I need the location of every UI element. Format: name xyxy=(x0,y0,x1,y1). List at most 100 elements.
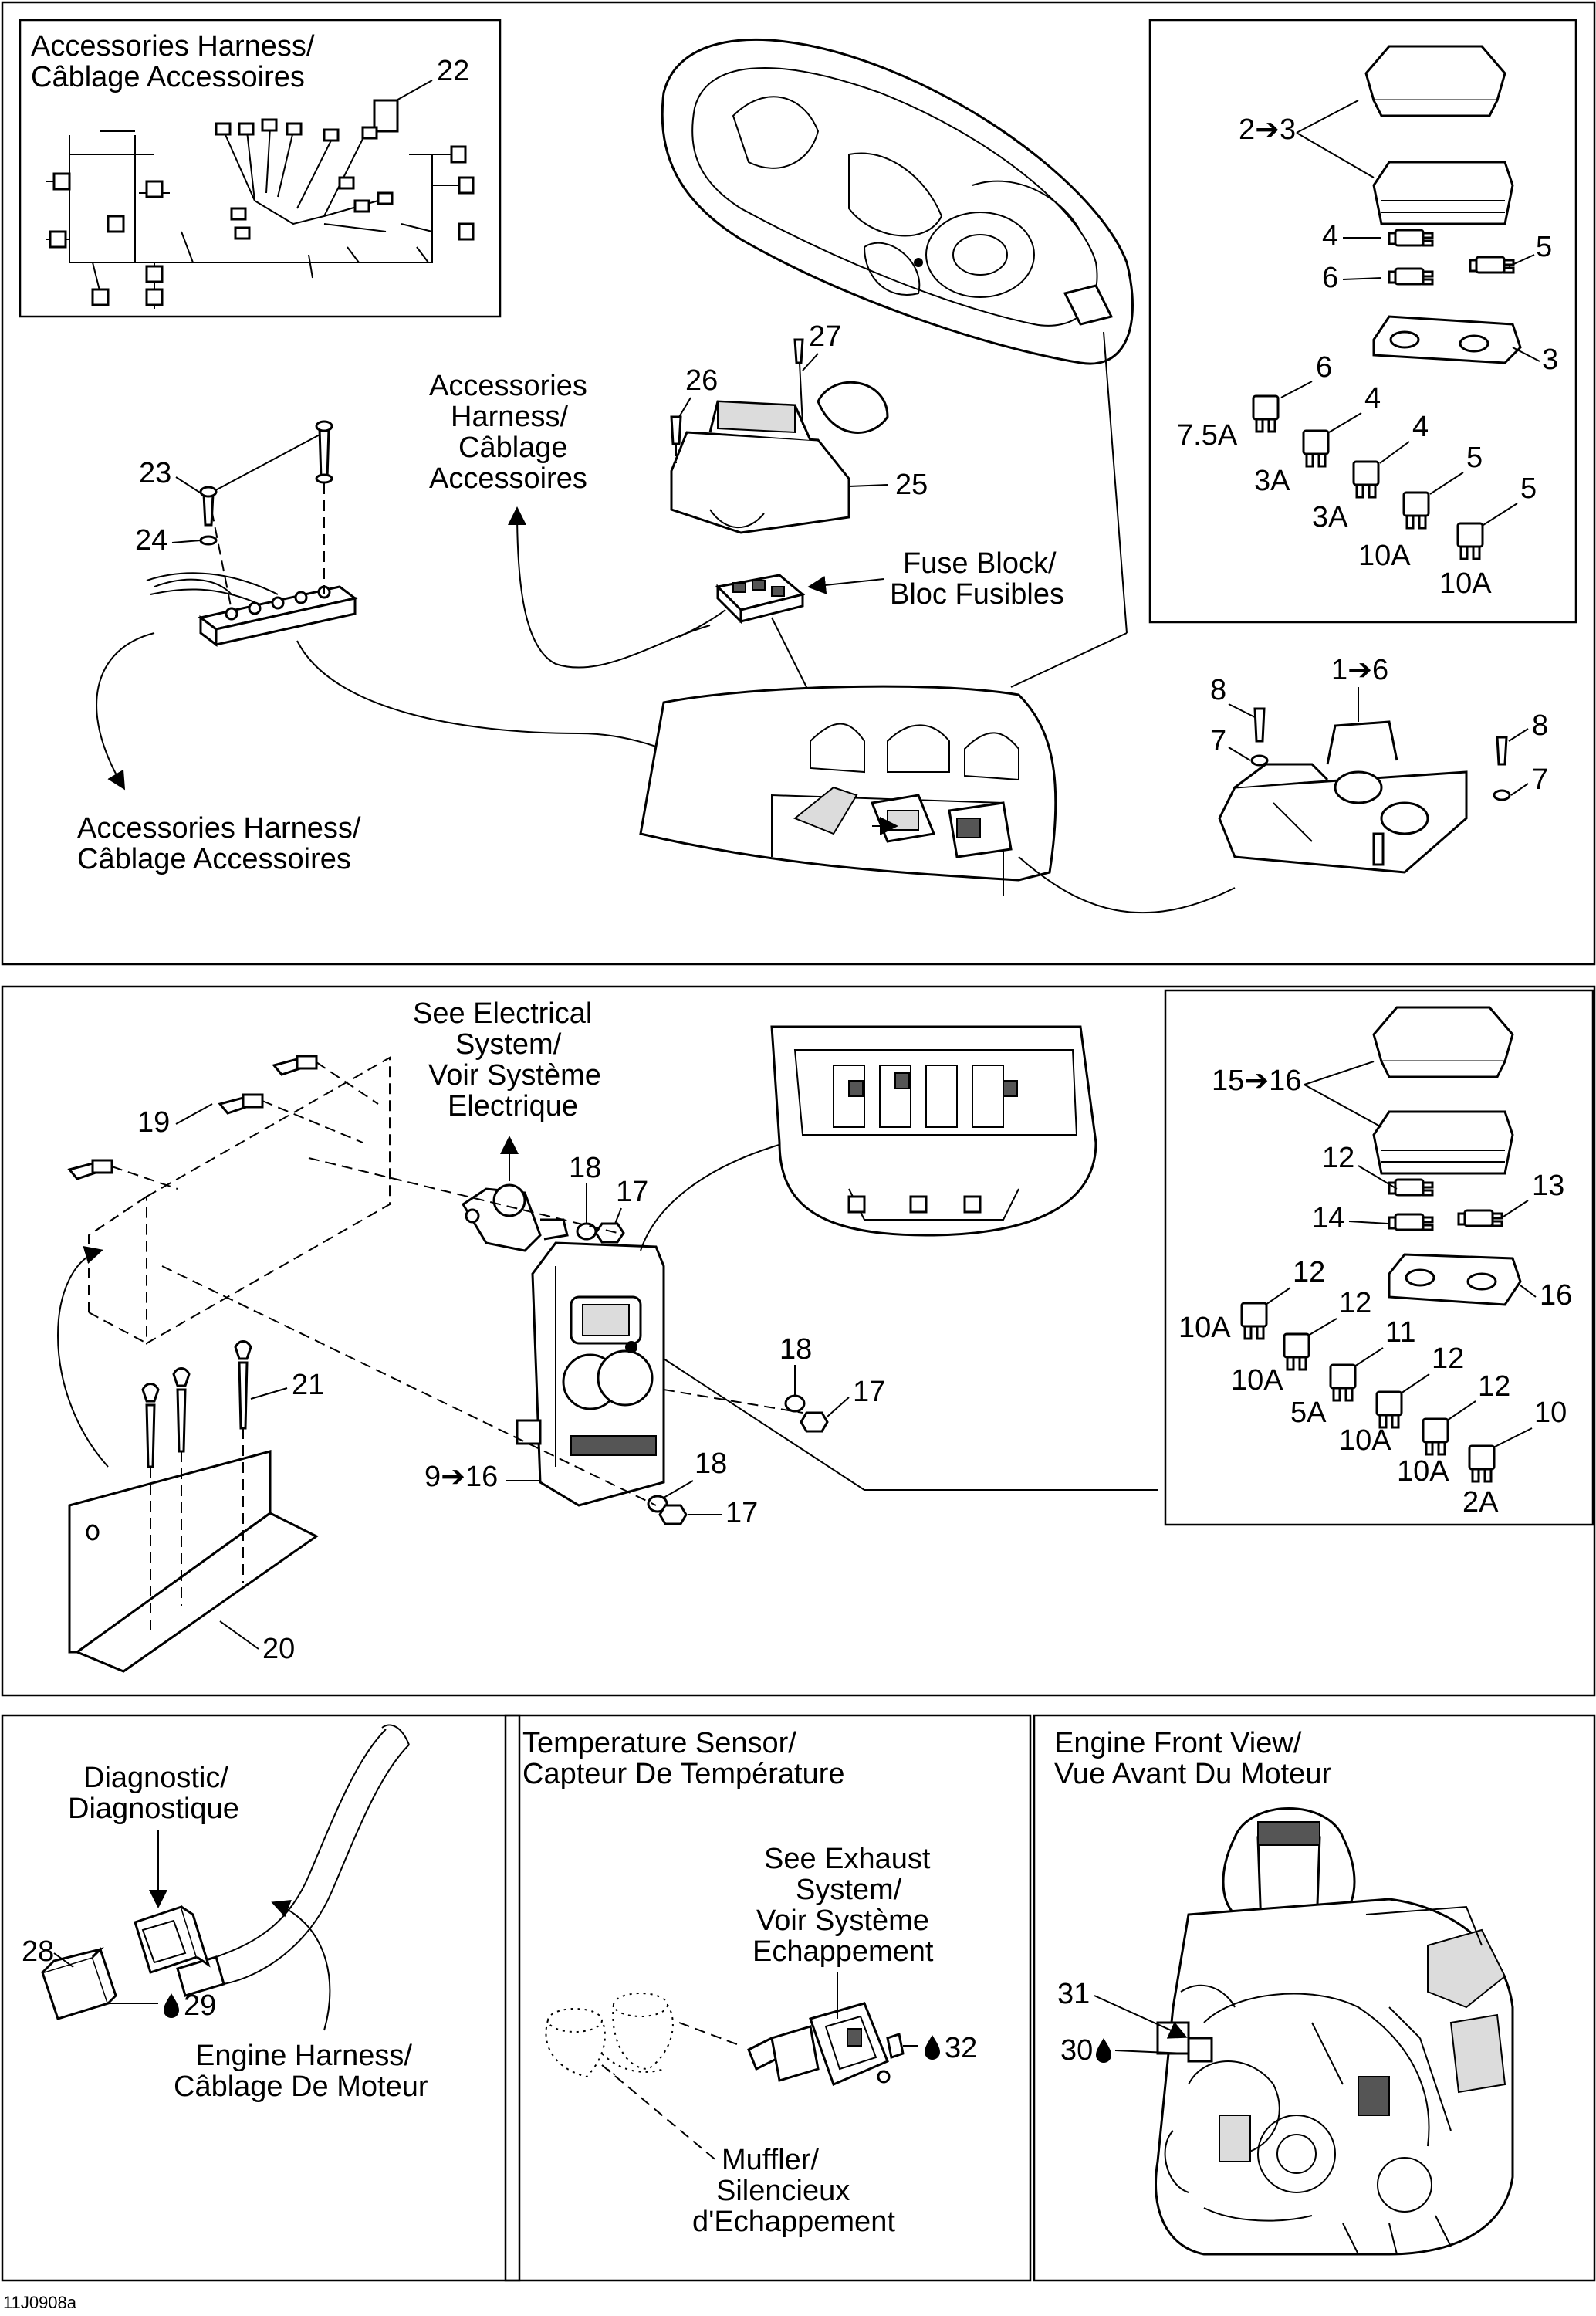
label-f12c-amp: 10A xyxy=(1339,1424,1391,1457)
fuse-block xyxy=(678,574,806,638)
label-23: 23 xyxy=(139,457,171,489)
fuse-block-1: Fuse Block/ xyxy=(903,547,1057,580)
console-underside xyxy=(770,1025,1097,1237)
see-exhaust-4: Echappement xyxy=(752,1935,934,1968)
label-1-6: 1➔6 xyxy=(1331,654,1388,686)
label-f11: 11 xyxy=(1385,1316,1415,1349)
accessories-mid-2: Harness/ xyxy=(451,401,568,433)
label-f5b-amp: 10A xyxy=(1439,567,1492,600)
fuse-inset-mid xyxy=(1164,989,1594,1526)
fuse-holder-assembly xyxy=(1218,720,1468,874)
harness-schematic xyxy=(46,99,475,309)
engine-front-view xyxy=(1155,1807,1514,2256)
label-f11-amp: 5A xyxy=(1290,1397,1327,1429)
label-7a: 7 xyxy=(1210,725,1226,757)
label-f5a-amp: 10A xyxy=(1358,540,1411,572)
label-f5b: 5 xyxy=(1520,472,1537,505)
label-f12a: 12 xyxy=(1293,1256,1325,1288)
figure-ref: 11J0908a xyxy=(3,2293,77,2312)
label-16: 16 xyxy=(1540,1279,1572,1312)
solenoid xyxy=(461,1183,569,1252)
drop-icon xyxy=(164,1993,179,2018)
muffler-1: Muffler/ xyxy=(722,2144,819,2176)
accessories-mid-1: Accessories xyxy=(429,370,587,402)
label-18c: 18 xyxy=(695,1448,727,1480)
panel-engine-frame xyxy=(1033,1714,1596,2282)
temperature-title-1: Temperature Sensor/ xyxy=(522,1727,796,1759)
muffler-3: d'Echappement xyxy=(692,2206,895,2238)
accessories-harness-bottom-2: Câblage Accessoires xyxy=(77,843,351,875)
mounting-bracket xyxy=(516,1241,665,1507)
engine-harness-1: Engine Harness/ xyxy=(195,2040,412,2072)
label-f10-amp: 2A xyxy=(1462,1486,1499,1519)
label-19: 19 xyxy=(137,1106,170,1139)
label-8b: 8 xyxy=(1532,709,1548,742)
see-electrical-1: See Electrical xyxy=(413,997,592,1030)
harness-inset: Accessories Harness/ Câblage Accessoires… xyxy=(19,19,502,318)
panel-temperature: Temperature Sensor/ Capteur De Températu… xyxy=(504,1714,1032,2282)
label-20: 20 xyxy=(262,1633,295,1665)
panel-electrical: 19 See Electrical System/ Voir Système E… xyxy=(1,985,1596,1697)
label-24: 24 xyxy=(135,524,167,557)
drop-icon-32 xyxy=(925,2035,940,2060)
temperature-title-2: Capteur De Température xyxy=(522,1758,845,1790)
fuse-inset-top xyxy=(1148,19,1577,624)
see-electrical-4: Electrique xyxy=(448,1090,578,1122)
fuse-block-cover xyxy=(670,338,889,534)
label-29: 29 xyxy=(184,1989,216,2022)
label-5: 5 xyxy=(1536,231,1552,263)
label-18b: 18 xyxy=(779,1333,812,1366)
label-14: 14 xyxy=(1312,1202,1344,1234)
engine-title-2: Vue Avant Du Moteur xyxy=(1054,1758,1331,1790)
label-7b: 7 xyxy=(1532,764,1548,796)
muffler-2: Silencieux xyxy=(716,2175,850,2207)
label-13: 13 xyxy=(1532,1170,1564,1202)
label-f12c: 12 xyxy=(1432,1343,1464,1375)
label-2-3: 2➔3 xyxy=(1239,113,1296,146)
label-12: 12 xyxy=(1322,1142,1354,1174)
label-25: 25 xyxy=(895,469,928,501)
terminal-block xyxy=(146,420,358,647)
drop-icon-30 xyxy=(1096,2038,1111,2063)
diagnostic-harness xyxy=(41,1724,410,2020)
panel-diagnostic: Diagnostic/ Diagnostique 28 29 Engine Ha… xyxy=(1,1714,521,2282)
l-bracket xyxy=(68,1340,319,1673)
label-f4b-amp: 3A xyxy=(1312,501,1348,533)
harness-inset-num: 22 xyxy=(437,55,469,87)
panel-engine: Engine Front View/ Vue Avant Du Moteur xyxy=(1033,1714,1596,2282)
label-9-16: 9➔16 xyxy=(424,1461,498,1493)
label-32: 32 xyxy=(945,2032,977,2064)
label-f4b: 4 xyxy=(1412,411,1429,443)
label-26: 26 xyxy=(685,364,718,397)
accessories-mid-3: Câblage xyxy=(458,432,568,464)
panel-accessories-frame xyxy=(1,1,1596,966)
console-top-view xyxy=(661,39,1134,365)
label-f12b-amp: 10A xyxy=(1231,1364,1283,1397)
label-3: 3 xyxy=(1542,344,1558,376)
label-15-16: 15➔16 xyxy=(1212,1065,1301,1097)
harness-inset-title-2: Câblage Accessoires xyxy=(31,61,305,93)
see-exhaust-3: Voir Système xyxy=(756,1905,929,1937)
label-f5a: 5 xyxy=(1466,442,1483,474)
label-31: 31 xyxy=(1057,1978,1090,2010)
label-f12d: 12 xyxy=(1478,1370,1510,1403)
label-18a: 18 xyxy=(569,1152,601,1184)
label-f12b: 12 xyxy=(1339,1287,1371,1319)
see-electrical-3: Voir Système xyxy=(428,1059,601,1092)
harness-inset-title-1: Accessories Harness/ xyxy=(31,30,315,63)
panel-temperature-frame xyxy=(504,1714,1032,2282)
screws-19 xyxy=(67,1055,318,1180)
muffler-dotted xyxy=(545,1993,742,2078)
engine-title-1: Engine Front View/ xyxy=(1054,1727,1302,1759)
label-f4a-amp: 3A xyxy=(1254,465,1290,497)
see-exhaust-2: System/ xyxy=(796,1874,902,1906)
label-27: 27 xyxy=(809,320,841,353)
label-f4a: 4 xyxy=(1364,382,1381,415)
label-f12a-amp: 10A xyxy=(1178,1312,1231,1344)
diagnostic-title-1: Diagnostic/ xyxy=(83,1762,228,1794)
label-21: 21 xyxy=(292,1369,324,1401)
diagnostic-title-2: Diagnostique xyxy=(68,1793,239,1825)
label-4: 4 xyxy=(1322,220,1338,252)
panel-accessories: Accessories Harness/ Câblage Accessoires… xyxy=(1,1,1596,966)
